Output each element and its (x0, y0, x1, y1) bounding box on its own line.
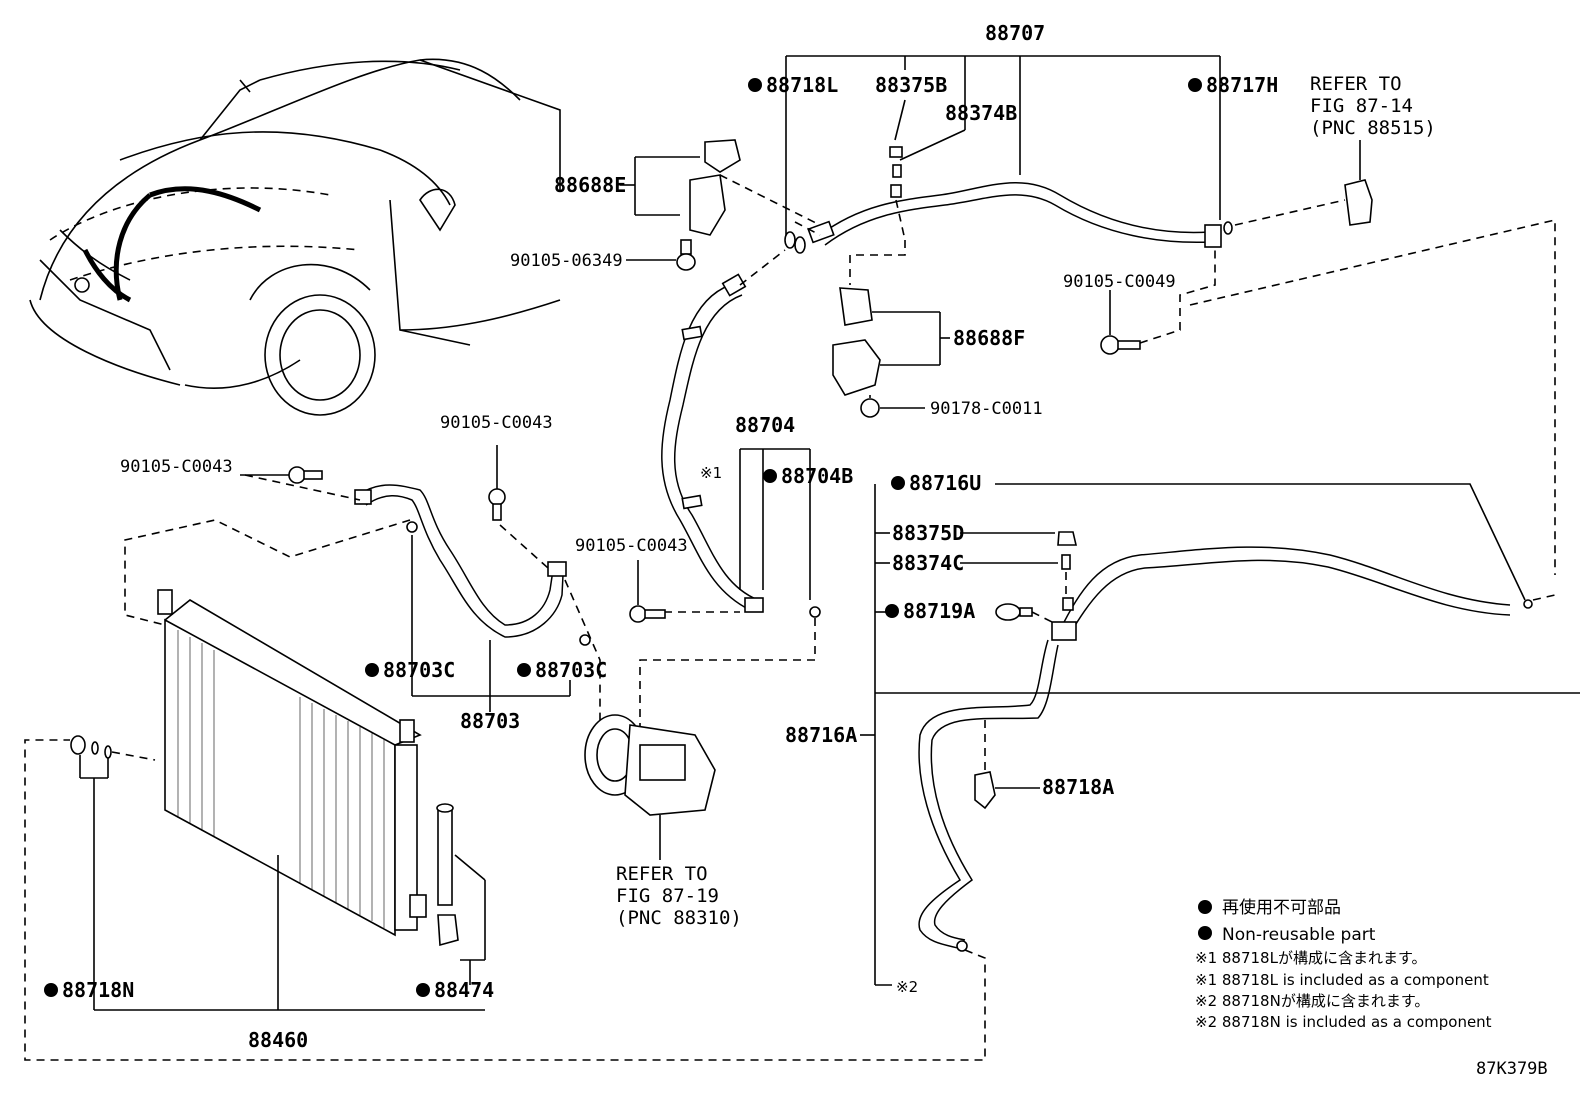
non-reusable-dot-icon (517, 663, 531, 677)
label-90105-C0043-left: 90105-C0043 (120, 457, 233, 477)
ac-compressor (584, 714, 716, 860)
note-mark-1: ※1 (700, 464, 722, 482)
condenser-88460 (157, 589, 427, 1010)
label-90105-06349: 90105-06349 (510, 251, 623, 271)
label-88704: 88704 (735, 413, 795, 437)
bolt-90105-C0049 (1100, 218, 1556, 575)
o-rings-88718N (70, 735, 485, 1011)
refer-87-14-line3: (PNC 88515) (1310, 117, 1436, 139)
label-88719A: 88719A (903, 599, 975, 623)
bracket-88688F (832, 240, 950, 418)
legend-line-6: ※2 88718N is included as a component (1195, 1013, 1492, 1031)
label-88704B: 88704B (781, 464, 853, 488)
label-90105-C0043-top: 90105-C0043 (440, 413, 553, 433)
legend-line-1: 再使用不可部品 (1222, 897, 1341, 918)
label-88375D: 88375D (892, 521, 964, 545)
label-88716U: 88716U (909, 471, 981, 495)
receiver-dryer-88474 (436, 803, 486, 985)
label-88375B: 88375B (875, 73, 947, 97)
label-88718A: 88718A (1042, 775, 1114, 799)
non-reusable-dot-icon (44, 983, 58, 997)
label-88474: 88474 (434, 978, 494, 1002)
label-90105-C0043-mid: 90105-C0043 (575, 536, 688, 556)
label-88703C-right: 88703C (535, 658, 607, 682)
label-88460: 88460 (248, 1028, 308, 1052)
non-reusable-dot-icon (763, 469, 777, 483)
legend-dot-icon (1198, 900, 1212, 914)
refer-87-14-line1: REFER TO (1310, 73, 1402, 95)
label-88717H: 88717H (1206, 73, 1278, 97)
figure-code: 87K379B (1476, 1059, 1548, 1079)
label-88707: 88707 (985, 21, 1045, 45)
legend-line-2: Non-reusable part (1222, 925, 1376, 945)
label-88703C-left: 88703C (383, 658, 455, 682)
legend-line-5: ※2 88718Nが構成に含まれます。 (1195, 992, 1429, 1010)
refer-87-19-line2: FIG 87-19 (616, 885, 719, 907)
non-reusable-dot-icon (1188, 78, 1202, 92)
non-reusable-dot-icon (748, 78, 762, 92)
refer-87-14-line2: FIG 87-14 (1310, 95, 1413, 117)
o-rings-88718L (739, 221, 1233, 286)
label-88718N: 88718N (62, 978, 134, 1002)
suction-pipe (661, 182, 1222, 613)
group-88704-bracket (629, 448, 821, 760)
group-88707-bracket (785, 55, 1221, 240)
label-88716A: 88716A (785, 723, 857, 747)
legend: 再使用不可部品 Non-reusable part ※1 88718Lが構成に含… (1195, 897, 1492, 1031)
label-88688E: 88688E (554, 173, 626, 197)
refer-87-19-line3: (PNC 88310) (616, 907, 742, 929)
connector-88515 (1234, 140, 1373, 226)
legend-dot-icon (1198, 926, 1212, 940)
label-88703: 88703 (460, 709, 520, 733)
non-reusable-dot-icon (416, 983, 430, 997)
note-mark-2: ※2 (896, 978, 918, 996)
label-88374C: 88374C (892, 551, 964, 575)
label-88688F: 88688F (953, 326, 1025, 350)
bolts-90105-C0043 (240, 445, 506, 521)
label-90178-C0011: 90178-C0011 (930, 399, 1043, 419)
legend-line-3: ※1 88718Lが構成に含まれます。 (1195, 949, 1426, 967)
service-valve-top (889, 146, 906, 241)
discharge-hose-88703 (124, 474, 601, 720)
refer-87-19-line1: REFER TO (616, 863, 708, 885)
non-reusable-dot-icon (885, 604, 899, 618)
vehicle-illustration (29, 58, 561, 416)
non-reusable-dot-icon (891, 476, 905, 490)
bracket-88688E (620, 139, 821, 271)
legend-line-4: ※1 88718L is included as a component (1195, 971, 1489, 989)
liquid-line-88716 (24, 483, 1580, 1061)
label-88374B: 88374B (945, 101, 1017, 125)
label-90105-C0049: 90105-C0049 (1063, 272, 1176, 292)
label-88718L: 88718L (766, 73, 838, 97)
non-reusable-dot-icon (365, 663, 379, 677)
